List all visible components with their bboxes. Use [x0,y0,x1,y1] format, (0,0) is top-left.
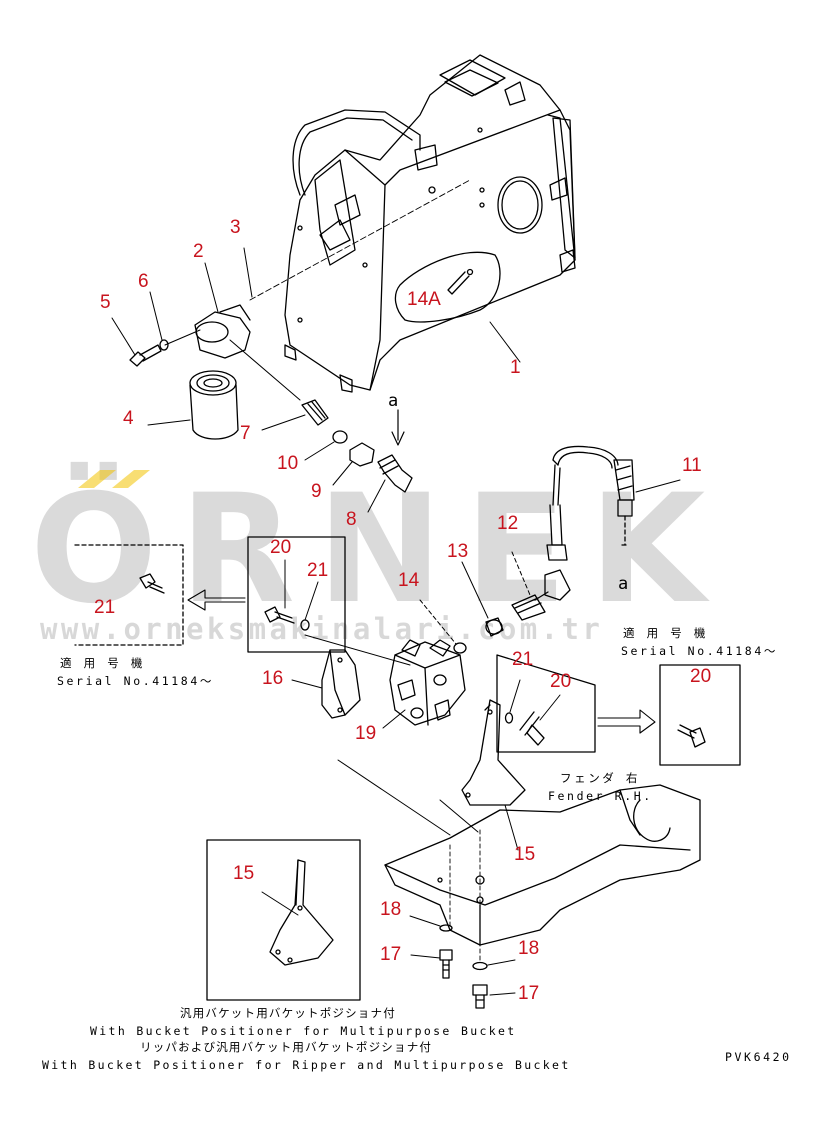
callout-4: 4 [123,408,134,429]
note-fender-en: Fender R.H. [548,789,653,803]
callout-12: 12 [497,513,519,534]
nut-part-9 [332,442,375,486]
callout-6: 6 [138,271,149,292]
callout-10: 10 [277,453,299,474]
main-frame-part-1 [284,54,576,393]
o-ring-part-10 [304,430,348,461]
callout-15-main: 15 [514,844,536,865]
washer-part-18-main-a [409,915,453,932]
fender-rh [384,784,701,961]
note-left-serial: Serial No.41184～ [57,674,214,688]
caption-2-jp: リッパおよび汎用バケット用バケットポジショナ付 [140,1040,433,1054]
note-left-applicable-jp: 適 用 号 機 [60,656,145,670]
callout-17-a: 17 [380,944,402,965]
callout-15-detail: 15 [233,863,255,884]
bolt-part-17-main-a [410,949,453,979]
elbow-part-12 [511,551,571,621]
detail-box-center [247,536,346,653]
valve-part-19 [382,639,466,729]
watermark-accent-left [78,470,116,488]
bracket-part-15 [337,699,526,851]
note-right-serial: Serial No.41184～ [621,644,778,658]
callout-14: 14 [398,570,420,591]
view-letter-a-right: a [618,574,629,594]
filter-head-part-2 [164,262,301,401]
view-letter-a-top: a [388,391,399,411]
washer-part-6 [149,291,169,351]
caption-2-en: With Bucket Positioner for Ripper and Mu… [42,1058,571,1072]
callout-2: 2 [193,241,204,262]
callout-9: 9 [311,481,322,502]
bolt-part-17-main-b [472,984,516,1009]
bracket-part-16 [291,634,411,719]
sensor-part-14a [447,268,474,295]
note-fender-jp: フェンダ 右 [560,771,641,785]
callout-1: 1 [510,357,521,378]
callout-21-right-mid: 21 [512,649,534,670]
callout-21-left: 21 [94,597,116,618]
detail-box-right-mid [496,654,656,753]
elbow-part-8 [367,454,413,513]
leader-line-1 [489,321,521,363]
callout-18-b: 18 [518,938,540,959]
callout-20-right: 20 [690,666,712,687]
leader-line-3b [243,247,253,298]
callout-7: 7 [240,423,251,444]
watermark-logo: ÖRNEK [30,463,728,637]
spacer-part-13 [461,561,504,637]
callout-21-center: 21 [307,560,329,581]
drawing-code: PVK6420 [725,1050,792,1064]
callout-17-b: 17 [518,983,540,1004]
callout-5: 5 [100,292,111,313]
bolt-part-5 [111,317,162,367]
note-right-applicable-jp: 適 用 号 機 [623,626,708,640]
washer-part-18-main-b [472,959,516,971]
callout-13: 13 [447,541,469,562]
filter-part-4 [147,370,239,440]
callout-11: 11 [682,455,702,476]
caption-1-en: With Bucket Positioner for Multipurpose … [90,1024,517,1038]
callout-8: 8 [346,509,357,530]
detail-box-bottom-left [206,839,361,1001]
watermark-url: www.orneksmakinalari.com.tr [40,612,604,646]
fitting-part-7 [261,399,329,431]
callout-14a: 14A [407,289,441,310]
callout-19: 19 [355,723,377,744]
o-ring-part-14 [419,599,467,654]
detail-box-left [74,544,246,646]
caption-1-jp: 汎用バケット用バケットポジショナ付 [180,1006,396,1020]
callout-20-right-mid: 20 [550,671,572,692]
arrow-a-top [391,409,405,446]
callout-3: 3 [230,217,241,238]
callout-16: 16 [262,668,284,689]
callout-18-a: 18 [380,899,402,920]
hose-part-11 [546,445,681,561]
callout-20-center: 20 [270,537,292,558]
watermark-accent-right [112,470,150,488]
detail-box-right [659,664,741,766]
leader-line-3 [249,179,471,301]
